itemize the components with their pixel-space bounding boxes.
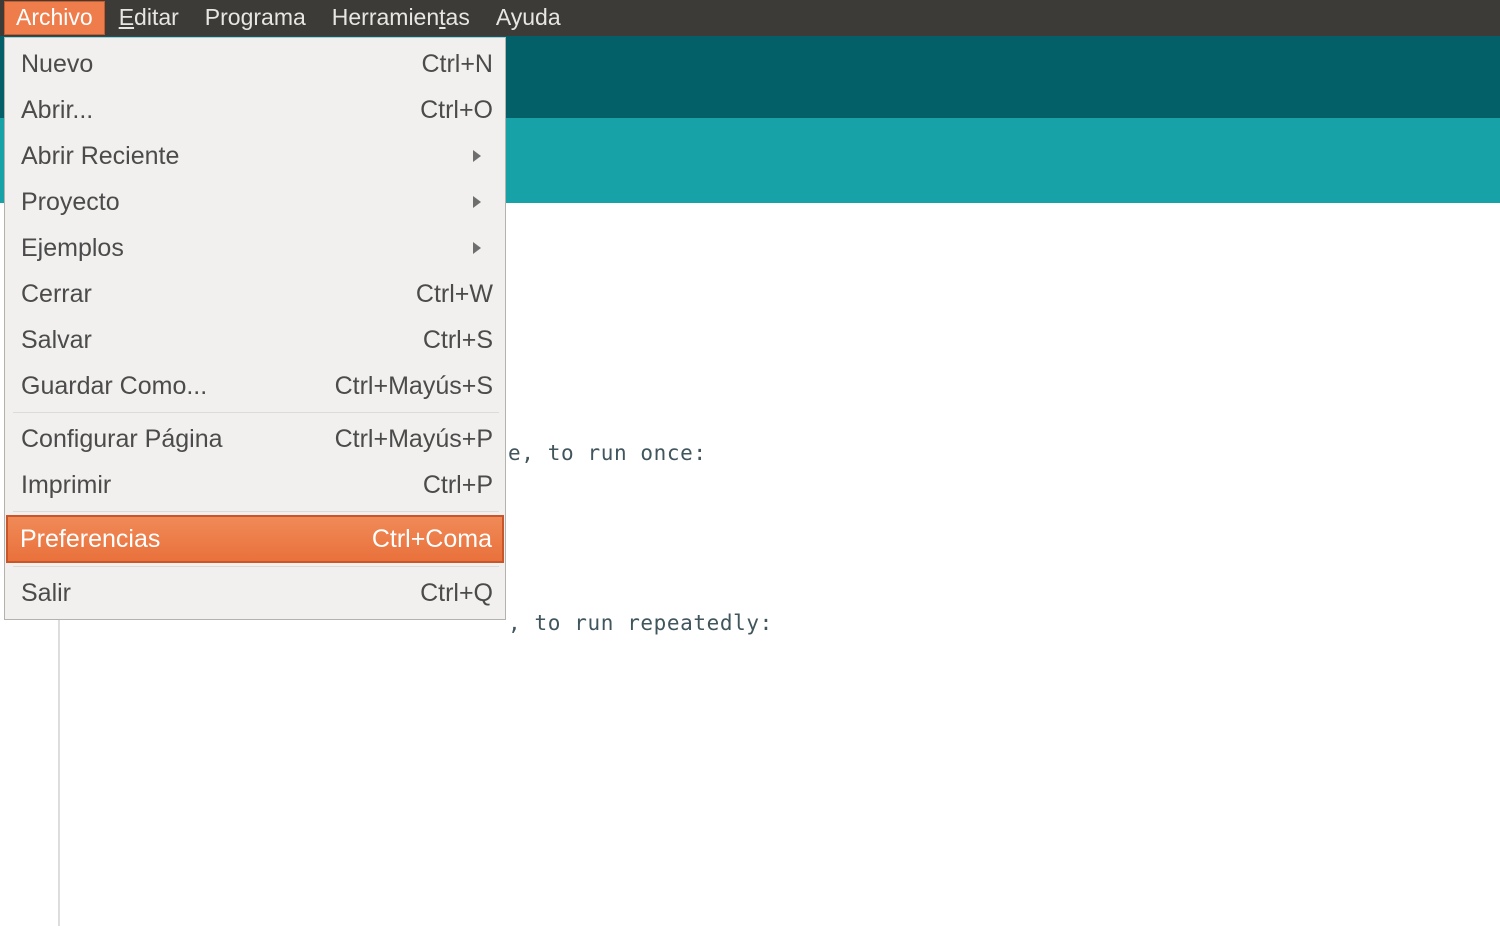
menu-item-label: Ejemplos	[21, 233, 124, 262]
menu-item-shortcut: Ctrl+W	[415, 279, 493, 308]
menu-item-abrir-reciente[interactable]: Abrir Reciente	[5, 133, 505, 179]
menubar-item-archivo[interactable]: Archivo	[4, 1, 105, 35]
menu-separator	[13, 412, 499, 413]
menu-bar: Archivo Editar Programa Herramientas Ayu…	[0, 0, 1500, 36]
menu-item-label: Cerrar	[21, 279, 92, 308]
chevron-right-icon	[473, 196, 481, 208]
menu-item-proyecto[interactable]: Proyecto	[5, 179, 505, 225]
menu-item-nuevo[interactable]: Nuevo Ctrl+N	[5, 41, 505, 87]
menu-item-shortcut: Ctrl+Coma	[371, 524, 492, 553]
menu-item-label: Proyecto	[21, 187, 120, 216]
chevron-right-icon	[473, 242, 481, 254]
menu-item-preferencias[interactable]: Preferencias Ctrl+Coma	[6, 515, 504, 563]
menu-item-salir[interactable]: Salir Ctrl+Q	[5, 570, 505, 616]
menu-separator	[13, 566, 499, 567]
menu-item-shortcut: Ctrl+P	[422, 470, 493, 499]
menu-item-shortcut: Ctrl+Q	[420, 578, 493, 607]
menu-item-shortcut: Ctrl+S	[422, 325, 493, 354]
menubar-item-label: Herramien	[331, 4, 440, 30]
menu-item-shortcut: Ctrl+O	[420, 95, 493, 124]
menubar-item-label: ditar	[134, 4, 179, 30]
menubar-item-programa[interactable]: Programa	[193, 1, 318, 35]
menubar-item-label: Archivo	[16, 4, 93, 30]
menu-separator	[13, 511, 499, 512]
menu-item-label: Imprimir	[21, 470, 112, 499]
menu-item-label: Nuevo	[21, 49, 94, 78]
menu-item-label: Abrir Reciente	[21, 141, 180, 170]
menubar-item-label: as	[445, 4, 470, 30]
menu-item-shortcut: Ctrl+Mayús+P	[334, 424, 493, 453]
menu-item-configurar-pagina[interactable]: Configurar Página Ctrl+Mayús+P	[5, 416, 505, 462]
menubar-item-label: Programa	[204, 4, 306, 30]
menubar-mnemonic: E	[118, 4, 135, 30]
menu-item-cerrar[interactable]: Cerrar Ctrl+W	[5, 271, 505, 317]
menu-item-label: Configurar Página	[21, 424, 223, 453]
menu-item-shortcut: Ctrl+Mayús+S	[334, 371, 493, 400]
menubar-mnemonic: t	[439, 4, 446, 30]
code-line: e, to run once:	[508, 441, 707, 465]
menubar-item-editar[interactable]: Editar	[107, 1, 191, 35]
menu-item-shortcut: Ctrl+N	[421, 49, 493, 78]
menu-item-label: Salir	[21, 578, 72, 607]
menubar-item-label: Ayuda	[495, 4, 561, 30]
menu-item-guardar-como[interactable]: Guardar Como... Ctrl+Mayús+S	[5, 363, 505, 409]
menu-item-imprimir[interactable]: Imprimir Ctrl+P	[5, 462, 505, 508]
menu-item-salvar[interactable]: Salvar Ctrl+S	[5, 317, 505, 363]
chevron-right-icon	[473, 150, 481, 162]
menu-item-label: Salvar	[21, 325, 92, 354]
menu-item-label: Abrir...	[21, 95, 94, 124]
menu-item-label: Guardar Como...	[21, 371, 208, 400]
menu-item-label: Preferencias	[20, 524, 161, 553]
menubar-item-herramientas[interactable]: Herramientas	[320, 1, 482, 35]
menubar-item-ayuda[interactable]: Ayuda	[484, 1, 573, 35]
menu-item-ejemplos[interactable]: Ejemplos	[5, 225, 505, 271]
menu-item-abrir[interactable]: Abrir... Ctrl+O	[5, 87, 505, 133]
code-line: , to run repeatedly:	[508, 611, 773, 635]
